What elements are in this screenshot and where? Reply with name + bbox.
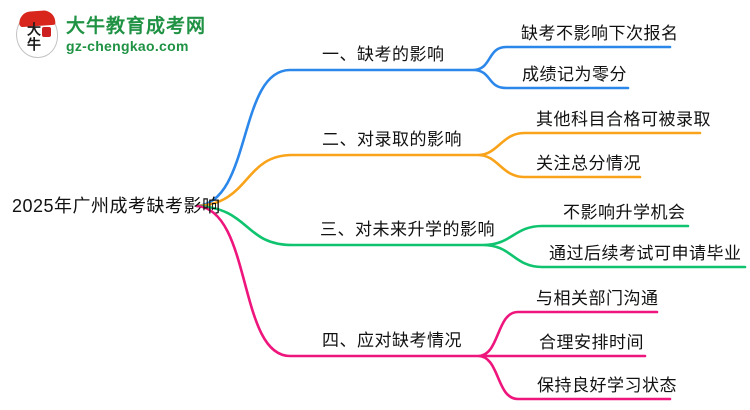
branch-2-lines bbox=[195, 131, 702, 208]
logo-title: 大牛教育成考网 bbox=[66, 16, 207, 37]
root-node-label: 2025年广州成考缺考影响 bbox=[12, 196, 221, 216]
leaf-label: 其他科目合格可被录取 bbox=[536, 110, 711, 129]
branch-2-label: 二、对录取的影响 bbox=[322, 130, 462, 149]
branch-1-label: 一、缺考的影响 bbox=[322, 45, 445, 64]
leaf-label: 成绩记为零分 bbox=[522, 65, 627, 84]
leaf-label: 合理安排时间 bbox=[539, 333, 644, 352]
leaf-label: 关注总分情况 bbox=[536, 154, 641, 173]
branch-3-label: 三、对未来升学的影响 bbox=[320, 220, 495, 239]
site-logo: 大牛 大牛教育成考网 gz-chengkao.com bbox=[16, 9, 207, 58]
leaf-label: 通过后续考试可申请毕业 bbox=[549, 244, 742, 263]
branch-4-label: 四、应对缺考情况 bbox=[322, 331, 462, 350]
leaf-label: 保持良好学习状态 bbox=[537, 376, 677, 395]
branch-3-lines bbox=[195, 204, 747, 269]
logo-seal-icon bbox=[42, 27, 51, 37]
leaf-label: 缺考不影响下次报名 bbox=[521, 24, 679, 43]
logo-icon-text: 大牛 bbox=[25, 22, 40, 52]
logo-subtitle: gz-chengkao.com bbox=[66, 38, 189, 54]
branch-1-lines bbox=[195, 45, 672, 208]
leaf-label: 不影响升学机会 bbox=[563, 203, 686, 222]
logo-bull-icon: 大牛 bbox=[16, 9, 58, 58]
branch-4-lines bbox=[195, 204, 672, 401]
leaf-label: 与相关部门沟通 bbox=[536, 289, 659, 308]
